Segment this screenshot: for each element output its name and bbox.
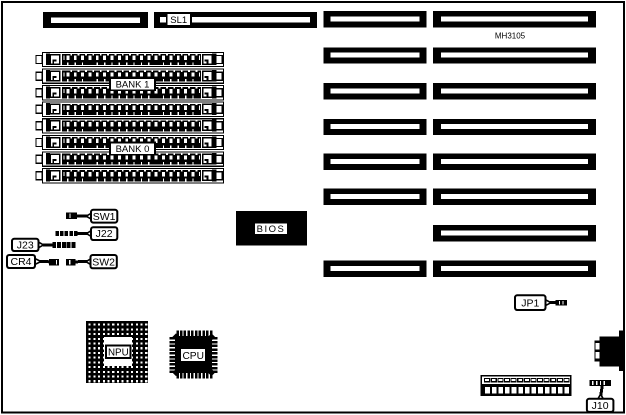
svg-text:SL1: SL1 (170, 15, 187, 26)
svg-text:BANK 1: BANK 1 (116, 79, 150, 90)
svg-text:SW2: SW2 (92, 256, 115, 268)
svg-text:MH3105: MH3105 (495, 32, 526, 41)
svg-text:JP1: JP1 (521, 297, 539, 309)
svg-text:CR4: CR4 (10, 256, 31, 268)
svg-text:BIOS: BIOS (257, 224, 286, 235)
svg-text:CPU: CPU (182, 351, 204, 362)
svg-text:J23: J23 (17, 240, 34, 252)
svg-text:SW1: SW1 (93, 211, 116, 223)
svg-text:BANK 0: BANK 0 (116, 144, 150, 155)
svg-text:J10: J10 (592, 400, 609, 412)
svg-text:NPU: NPU (108, 348, 129, 359)
svg-text:J22: J22 (96, 228, 113, 240)
